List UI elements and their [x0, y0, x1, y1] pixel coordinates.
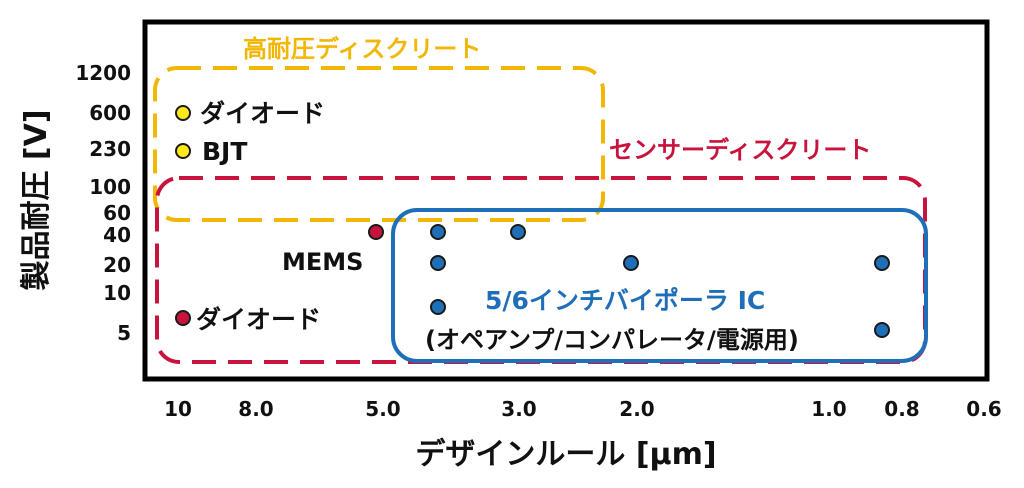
- data-point: [175, 310, 191, 326]
- y-tick-label: 230: [89, 137, 131, 161]
- data-point: [510, 224, 526, 240]
- data-point: [368, 224, 384, 240]
- data-point: [874, 255, 890, 271]
- y-tick-label: 10: [103, 281, 131, 305]
- group-label-sensor: センサーディスクリート: [609, 136, 871, 164]
- region-high-voltage-discrete: [153, 66, 605, 222]
- point-label-diode-sensor: ダイオード: [196, 305, 321, 334]
- y-tick-label: 20: [103, 253, 131, 277]
- x-tick-label: 0.8: [884, 397, 919, 421]
- y-tick-labels: 1200 600 230 100 60 40 20 10 5: [75, 61, 131, 345]
- y-tick-label: 40: [103, 223, 131, 247]
- x-tick-label: 1.0: [811, 397, 846, 421]
- point-labels: ダイオード BJT ダイオード MEMS: [196, 99, 363, 334]
- x-tick-label: 8.0: [238, 397, 273, 421]
- group-label-bipolar-ic: 5/6インチバイポーラ IC: [485, 286, 765, 315]
- y-tick-label: 60: [103, 201, 131, 225]
- point-label-bjt: BJT: [202, 137, 247, 166]
- x-tick-label: 10: [164, 397, 192, 421]
- data-point: [175, 105, 191, 121]
- y-tick-label: 5: [117, 321, 131, 345]
- data-points: [175, 105, 890, 338]
- x-axis-title: デザインルール [μm]: [415, 437, 716, 472]
- data-point: [430, 224, 446, 240]
- point-label-diode-high: ダイオード: [200, 99, 325, 128]
- data-point: [874, 322, 890, 338]
- group-label-high-voltage: 高耐圧ディスクリート: [243, 35, 481, 63]
- data-point: [623, 255, 639, 271]
- y-tick-label: 1200: [75, 61, 131, 85]
- y-tick-label: 100: [89, 175, 131, 199]
- x-tick-label: 3.0: [501, 397, 536, 421]
- data-point: [430, 299, 446, 315]
- point-label-mems: MEMS: [282, 248, 363, 276]
- plot-frame: [142, 19, 990, 382]
- x-tick-labels: 10 8.0 5.0 3.0 2.0 1.0 0.8 0.6: [164, 397, 1002, 421]
- x-tick-label: 5.0: [365, 397, 400, 421]
- y-axis-title: 製品耐圧 [V]: [19, 109, 54, 290]
- y-tick-label: 600: [89, 101, 131, 125]
- data-point: [175, 143, 191, 159]
- x-tick-label: 2.0: [619, 397, 654, 421]
- x-tick-label: 0.6: [966, 397, 1001, 421]
- group-sublabel-bipolar-ic: (オペアンプ/コンパレータ/電源用): [425, 326, 799, 354]
- region-bipolar-ic: [391, 208, 928, 363]
- data-point: [430, 255, 446, 271]
